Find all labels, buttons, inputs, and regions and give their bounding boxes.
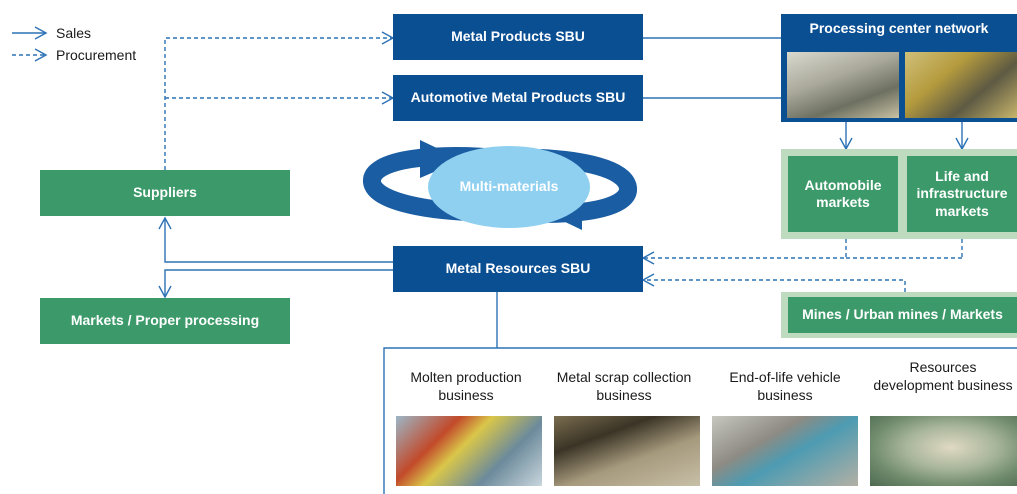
resources-development-photo: [870, 416, 1017, 486]
processing-center-photo: [787, 52, 899, 118]
processing-center-network: Processing center network: [781, 14, 1017, 122]
businesses-bracket: [383, 347, 1017, 494]
markets-to-metal-resources: [641, 232, 847, 265]
metal-products-sbu: Metal Products SBU: [393, 14, 643, 60]
multi-materials-ellipse: [428, 146, 590, 228]
metal-resources-sbu: Metal Resources SBU: [393, 246, 643, 292]
automotive-metal-products-sbu: Automotive Metal Products SBU: [393, 75, 643, 121]
metal-resources-to-suppliers: [158, 216, 393, 263]
business-label-end-of-life: End-of-life vehicle business: [729, 369, 841, 404]
mines-container: Mines / Urban mines / Markets: [781, 292, 1017, 338]
automobile-markets: Automobile markets: [788, 156, 898, 232]
markets-container: Automobile markets Life and infrastructu…: [781, 149, 1017, 239]
end-of-life-vehicle-photo: [712, 416, 858, 486]
mines-urban-mines-markets: Mines / Urban mines / Markets: [788, 297, 1017, 333]
suppliers-to-metal-products: [164, 31, 395, 170]
business-label-molten: Molten production business: [410, 369, 522, 404]
legend-sales-label: Sales: [56, 25, 92, 41]
markets-proper-processing: Markets / Proper processing: [40, 298, 290, 344]
molten-production-photo: [396, 416, 542, 486]
suppliers-box: Suppliers: [40, 170, 290, 216]
business-label-metal-scrap: Metal scrap collection business: [556, 369, 692, 404]
legend-procurement-label: Procurement: [56, 47, 137, 63]
metal-resources-to-markets: [158, 269, 280, 299]
life-infrastructure-markets: Life and infrastructure markets: [907, 156, 1017, 232]
metal-scrap-photo: [554, 416, 700, 486]
multi-materials-label: Multi-materials: [459, 178, 559, 194]
business-label-resources: Resources development business: [873, 359, 1013, 394]
processing-center-title: Processing center network: [809, 20, 989, 36]
processing-center-photo: [905, 52, 1017, 118]
mines-to-metal-resources: [641, 273, 906, 292]
